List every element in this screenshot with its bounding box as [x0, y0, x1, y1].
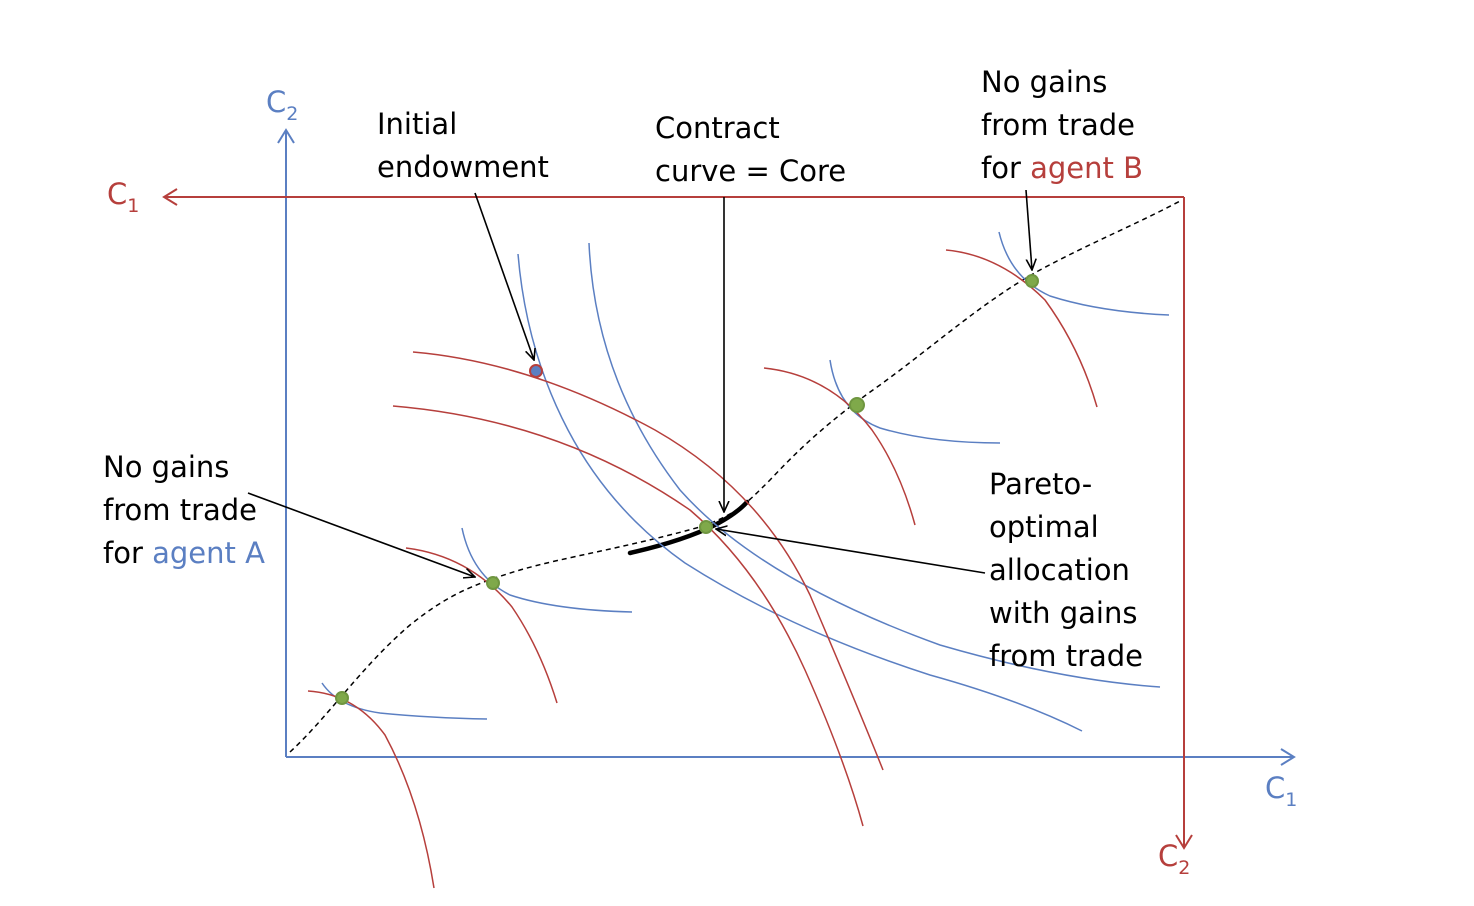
- agent-b-ic-6: [945, 249, 1098, 408]
- agent-b-y-axis-label: C2: [1158, 839, 1190, 879]
- agent-a-x-axis-label: C1: [1265, 771, 1297, 811]
- agent-b-ic-5: [763, 367, 916, 526]
- agent-a-y-axis-label: C2: [266, 85, 298, 125]
- annotation-arrows: [247, 189, 1032, 577]
- agent-a-ic-6: [998, 231, 1170, 316]
- no-gains-agent-a-label: No gains from trade for agent A: [103, 450, 266, 570]
- agent-a-axes: [277, 128, 1296, 766]
- agent-a-indifference-curves: [321, 231, 1170, 732]
- agent-a-ic-4: [588, 242, 1161, 688]
- agent-a-y-arrowhead: [277, 128, 295, 144]
- agent-b-ic-2: [405, 547, 558, 704]
- arrow-no-gains-a: [247, 492, 475, 577]
- allocation-point-4: [849, 397, 865, 413]
- agent-a-ic-5: [829, 359, 1001, 444]
- contract-curve: [289, 199, 1183, 753]
- no-gains-agent-b-label: No gains from trade for agent B: [981, 65, 1144, 185]
- agent-a-name: agent A: [152, 536, 265, 570]
- allocation-point-2: [486, 576, 500, 590]
- agent-b-indifference-curves: [307, 249, 1098, 889]
- pareto-optimal-label: Pareto- optimal allocation with gains fr…: [989, 467, 1147, 673]
- agent-b-name: agent B: [1030, 151, 1143, 185]
- allocation-points: [335, 274, 1039, 705]
- agent-b-x-axis-label: C1: [107, 177, 139, 217]
- contract-curve-label: Contract curve = Core: [655, 111, 846, 188]
- agent-b-ic-1: [307, 690, 435, 889]
- agent-b-y-arrowhead: [1175, 834, 1193, 850]
- arrow-pareto: [716, 529, 986, 574]
- agent-b-ic-4: [392, 405, 864, 827]
- allocation-point-1: [335, 691, 349, 705]
- agent-a-x-arrowhead: [1280, 748, 1296, 766]
- arrow-no-gains-b: [1025, 189, 1032, 270]
- initial-endowment-label: Initial endowment: [377, 107, 549, 184]
- arrow-initial-endowment: [474, 192, 534, 360]
- allocation-point-pareto: [699, 520, 713, 534]
- agent-a-ic-2: [461, 527, 633, 613]
- agent-b-x-arrowhead: [162, 188, 178, 206]
- agent-b-axes: [162, 188, 1193, 850]
- allocation-point-5: [1025, 274, 1039, 288]
- agent-b-ic-3: [412, 351, 884, 771]
- agent-a-ic-3: [517, 253, 1083, 732]
- initial-endowment-point: [529, 364, 543, 378]
